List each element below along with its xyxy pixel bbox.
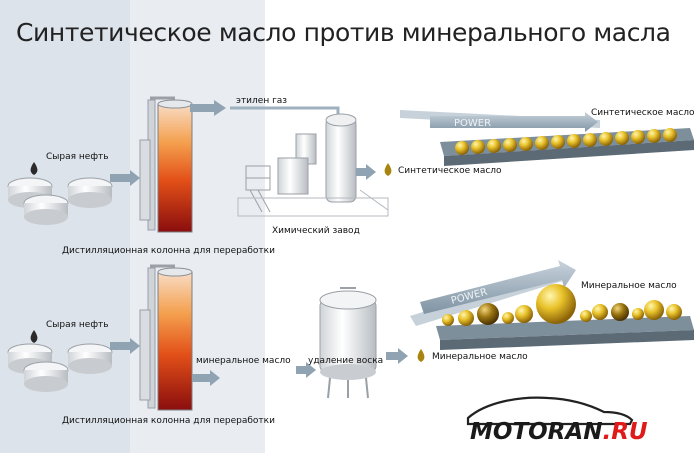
arrow-to-column	[110, 338, 140, 354]
mineral-oil-result-label: Минеральное масло	[581, 281, 677, 291]
page-title: Синтетическое масло против минерального …	[16, 18, 671, 47]
power-arrow-synthetic	[400, 110, 600, 132]
oil-drop-icon	[30, 162, 38, 175]
oil-drop-icon	[417, 349, 425, 362]
arrow-to-synthetic-oil	[356, 164, 376, 180]
oil-drop-icon	[384, 163, 392, 176]
arrow-to-dewax	[296, 362, 316, 378]
dewaxing-label: удаление воска	[308, 356, 384, 366]
synthetic-oil-output-label: Синтетическое масло	[398, 166, 502, 176]
synthetic-oil-result-label: Синтетическое масло	[591, 108, 695, 118]
car-logo-icon	[466, 396, 634, 426]
arrow-to-column	[110, 170, 140, 186]
distillation-column-icon	[139, 96, 193, 233]
crude-oil-label: Сырая нефть	[46, 152, 109, 162]
mineral-oil-stream-label: минеральное масло	[196, 356, 291, 366]
brand-domain: .RU	[602, 419, 648, 445]
synthetic-molecules	[455, 128, 677, 155]
brand-logo: MOTORAN.RU	[470, 419, 648, 445]
arrow-to-mineral-oil	[386, 348, 408, 364]
mineral-base-plate	[436, 316, 694, 350]
chemical-plant-icon	[237, 113, 389, 217]
arrow-mineral-stream	[192, 370, 220, 386]
dewaxing-tank-icon	[319, 287, 377, 399]
power-label-synthetic: POWER	[454, 118, 491, 129]
chemical-plant-label: Химический завод	[272, 226, 360, 236]
mineral-oil-output-label: Минеральное масло	[432, 352, 528, 362]
synthetic-base-plate	[440, 128, 694, 166]
oil-drop-icon	[30, 330, 38, 343]
crude-oil-label: Сырая нефть	[46, 320, 109, 330]
distillation-column-label: Дистилляционная колонна для переработки	[62, 416, 275, 426]
distillation-column-label: Дистилляционная колонна для переработки	[62, 246, 275, 256]
distillation-column-icon	[139, 264, 193, 411]
storage-tanks-icon	[7, 343, 113, 392]
mineral-molecules	[442, 284, 682, 326]
power-arrow-mineral	[410, 260, 576, 326]
storage-tanks-icon	[7, 177, 113, 225]
ethylene-gas-label: этилен газ	[236, 96, 288, 106]
arrow-gas	[190, 100, 226, 116]
brand-name: MOTORAN	[470, 419, 603, 445]
